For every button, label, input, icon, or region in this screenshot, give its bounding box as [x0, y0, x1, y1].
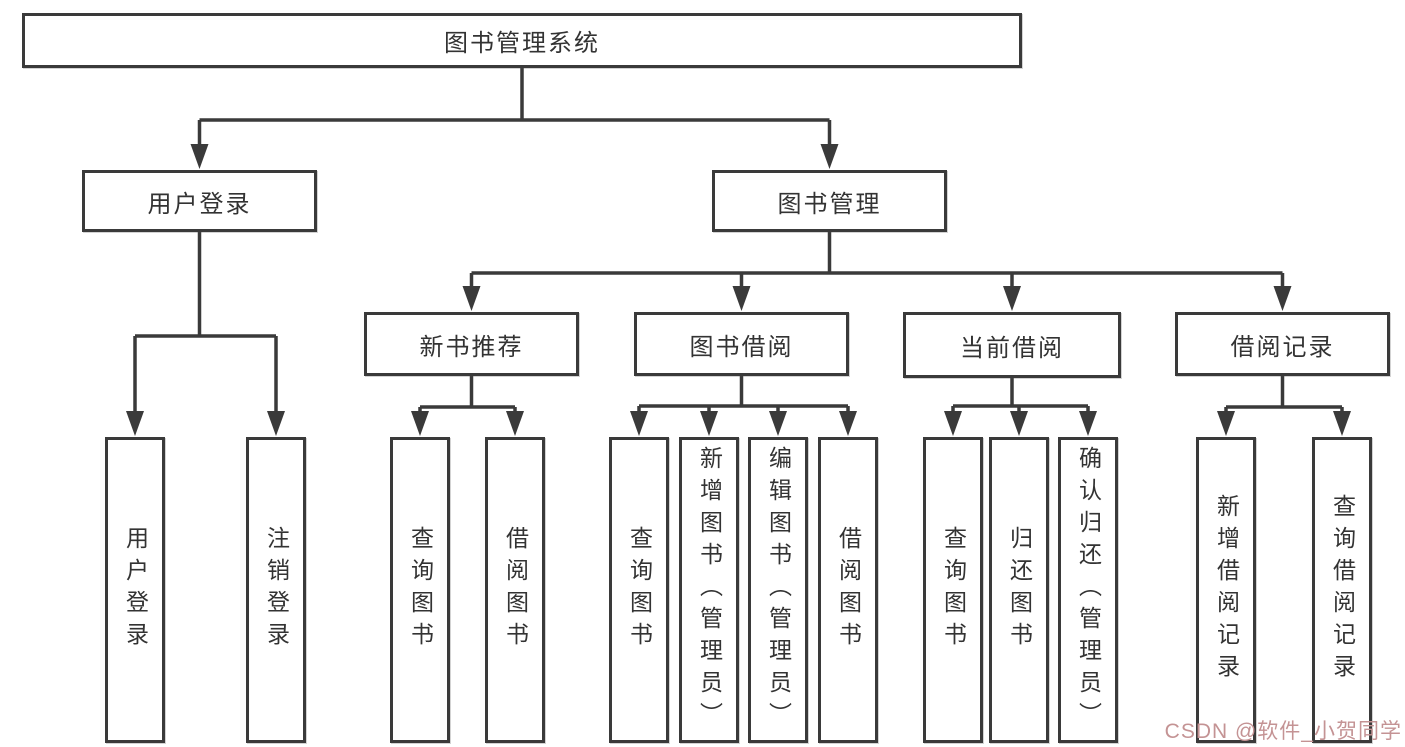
- node-user-login: 用户登录: [82, 170, 317, 232]
- leaf-borrowing-add-book-admin: 新增图书（管理员）: [679, 437, 739, 743]
- node-new-book-recommendation: 新书推荐: [364, 312, 579, 376]
- leaf-user-login: 用户登录: [105, 437, 165, 743]
- connector-root-to-level1: [197, 68, 832, 146]
- arrowheads-book-management-branch: [462, 286, 1292, 311]
- leaf-records-add-borrow-record: 新增借阅记录: [1196, 437, 1256, 743]
- arrowheads-root-to-level1: [190, 144, 839, 169]
- leaf-borrowing-query-books: 查询图书: [609, 437, 669, 743]
- leaf-borrowing-add-book-admin-label: 新增图书（管理员）: [696, 446, 723, 734]
- connector-borrowing-records-branch: [1224, 376, 1344, 412]
- arrowheads-borrowing-records-branch: [1217, 411, 1351, 436]
- leaf-borrowing-borrow-books-label: 借阅图书: [835, 526, 862, 654]
- leaf-newbook-borrow-books: 借阅图书: [485, 437, 545, 743]
- leaf-current-return-books: 归还图书: [989, 437, 1049, 743]
- leaf-current-query-books: 查询图书: [923, 437, 983, 743]
- leaf-records-query-borrow-record: 查询借阅记录: [1312, 437, 1372, 743]
- node-current-borrowing: 当前借阅: [903, 312, 1121, 378]
- leaf-borrowing-query-books-label: 查询图书: [626, 526, 653, 654]
- leaf-current-return-books-label: 归还图书: [1006, 526, 1033, 654]
- node-root: 图书管理系统: [22, 13, 1022, 68]
- leaf-current-confirm-return-admin-label: 确认归还（管理员）: [1075, 446, 1102, 734]
- arrowheads-new-book-recommendation-branch: [411, 411, 524, 436]
- connector-book-borrowing-branch: [637, 376, 850, 412]
- watermark: CSDN @软件_小贺同学: [1164, 720, 1402, 743]
- leaf-logout-login: 注销登录: [246, 437, 306, 743]
- leaf-records-add-borrow-record-label: 新增借阅记录: [1213, 494, 1240, 686]
- connector-new-book-recommendation-branch: [418, 376, 517, 412]
- leaf-user-login-label: 用户登录: [122, 526, 149, 654]
- leaf-newbook-borrow-books-label: 借阅图书: [502, 526, 529, 654]
- connector-user-login-branch: [133, 232, 278, 412]
- leaf-borrowing-borrow-books: 借阅图书: [818, 437, 878, 743]
- arrowheads-current-borrowing-branch: [944, 411, 1097, 436]
- leaf-borrowing-edit-book-admin-label: 编辑图书（管理员）: [765, 446, 792, 734]
- leaf-current-confirm-return-admin: 确认归还（管理员）: [1058, 437, 1118, 743]
- node-book-borrowing: 图书借阅: [634, 312, 849, 376]
- arrowheads-user-login-branch: [126, 411, 285, 436]
- leaf-records-query-borrow-record-label: 查询借阅记录: [1329, 494, 1356, 686]
- connector-current-borrowing-branch: [951, 378, 1090, 412]
- leaf-newbook-query-books-label: 查询图书: [407, 526, 434, 654]
- node-borrowing-records: 借阅记录: [1175, 312, 1390, 376]
- leaf-current-query-books-label: 查询图书: [940, 526, 967, 654]
- leaf-borrowing-edit-book-admin: 编辑图书（管理员）: [748, 437, 808, 743]
- leaf-newbook-query-books: 查询图书: [390, 437, 450, 743]
- arrowheads-book-borrowing-branch: [630, 411, 857, 436]
- connector-book-management-branch: [469, 232, 1285, 288]
- leaf-logout-login-label: 注销登录: [263, 526, 290, 654]
- node-book-management: 图书管理: [712, 170, 947, 232]
